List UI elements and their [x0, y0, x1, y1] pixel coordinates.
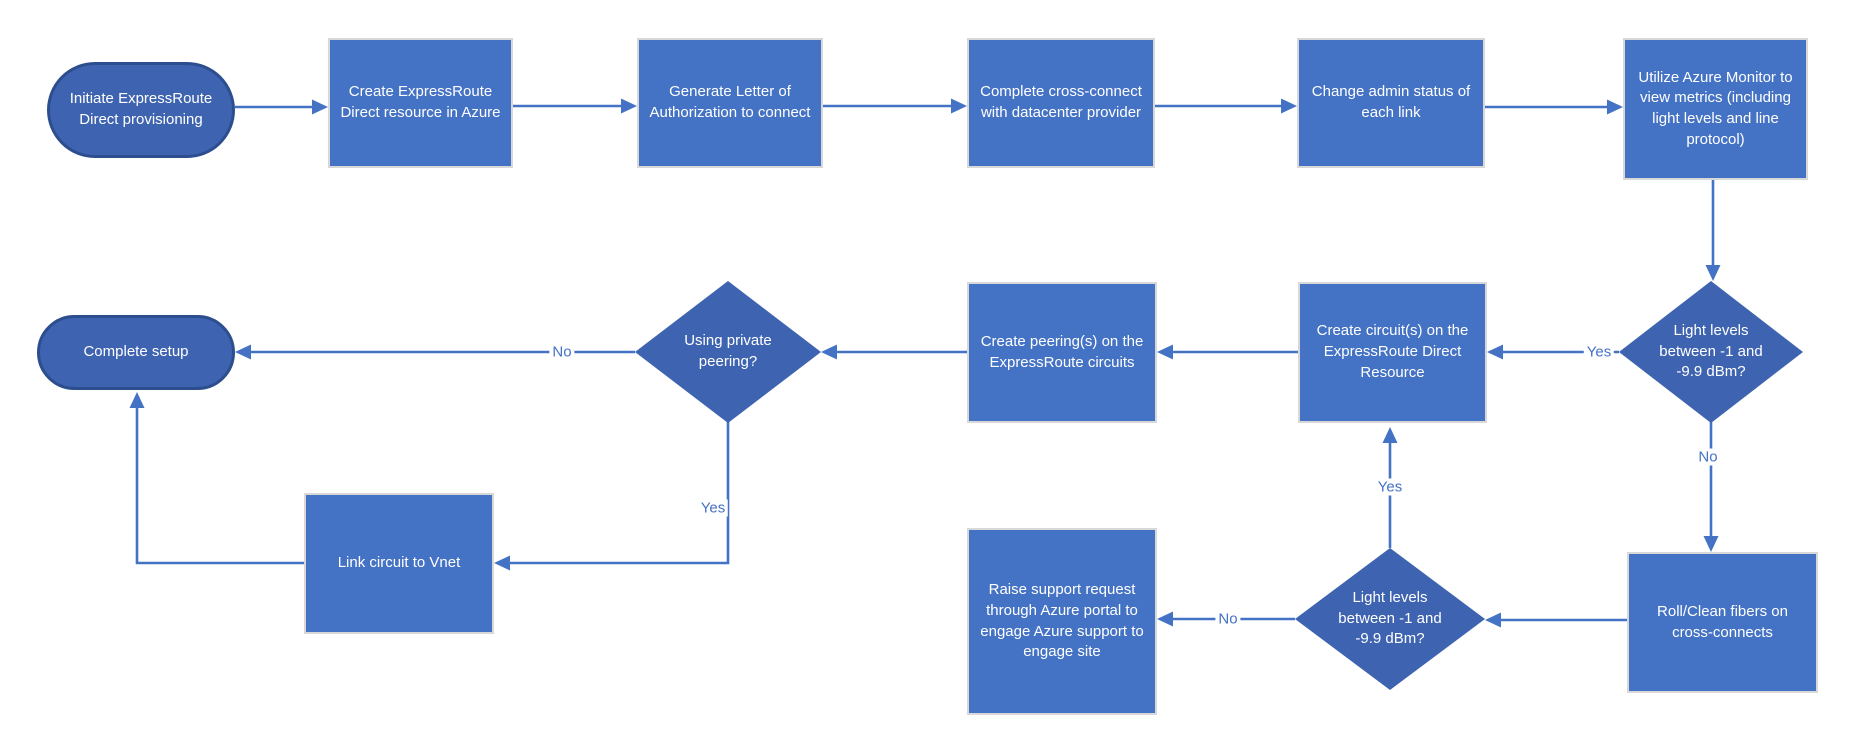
arrowhead-icon [129, 392, 145, 408]
node-label: Utilize Azure Monitor to view metrics (i… [1638, 68, 1793, 148]
edge-label-no-light-levels-2: No [1215, 610, 1241, 628]
node-label: Roll/Clean fibers on cross-connects [1657, 602, 1788, 641]
node-admin-status: Change admin status of each link [1297, 38, 1485, 168]
edge-label-no-private-peering: No [549, 343, 575, 361]
arrowhead-icon [1705, 265, 1721, 281]
node-cross-connect: Complete cross-connect with datacenter p… [967, 38, 1155, 168]
node-label: Initiate ExpressRoute Direct provisionin… [69, 90, 213, 128]
node-link-vnet: Link circuit to Vnet [304, 493, 494, 634]
edge-label-yes-private-peering: Yes [697, 499, 729, 517]
node-label: Complete cross-connect with datacenter p… [980, 83, 1142, 121]
arrowhead-icon [494, 555, 510, 571]
node-generate-loa: Generate Letter of Authorization to conn… [637, 38, 823, 168]
node-roll-clean-fibers: Roll/Clean fibers on cross-connects [1627, 552, 1818, 693]
arrowhead-icon [621, 98, 637, 114]
arrowhead-icon [951, 98, 967, 114]
arrowhead-icon [1485, 612, 1501, 628]
node-label: Generate Letter of Authorization to conn… [649, 83, 811, 121]
edge-line-private-peering-to-link-vnet [507, 422, 730, 565]
arrowhead-icon [312, 99, 328, 115]
node-create-resource: Create ExpressRoute Direct resource in A… [328, 38, 513, 168]
edge-label-no-light-levels-1: No [1695, 448, 1721, 466]
edge-label-yes-light-levels-1: Yes [1583, 343, 1615, 361]
edge-line-link-vnet-to-complete-setup [135, 405, 304, 565]
arrowhead-icon [1281, 98, 1297, 114]
node-create-circuits: Create circuit(s) on the ExpressRoute Di… [1298, 282, 1487, 423]
node-label: Link circuit to Vnet [337, 554, 461, 572]
arrowhead-icon [1703, 536, 1719, 552]
node-support-request: Raise support request through Azure port… [967, 528, 1157, 715]
arrowhead-icon [1607, 99, 1623, 115]
arrowhead-icon [821, 344, 837, 360]
node-initiate-provisioning: Initiate ExpressRoute Direct provisionin… [47, 62, 235, 158]
node-label: Create peering(s) on the ExpressRoute ci… [980, 332, 1144, 371]
node-label: Raise support request through Azure port… [980, 581, 1144, 661]
arrowhead-icon [235, 344, 251, 360]
node-complete-setup: Complete setup [37, 315, 235, 390]
node-create-peerings: Create peering(s) on the ExpressRoute ci… [967, 282, 1157, 423]
node-label: Create ExpressRoute Direct resource in A… [340, 83, 501, 121]
node-label: Using private peering? [684, 332, 772, 370]
edge-label-yes-light-levels-2: Yes [1374, 478, 1406, 496]
node-azure-monitor: Utilize Azure Monitor to view metrics (i… [1623, 38, 1808, 180]
arrowhead-icon [1487, 344, 1503, 360]
node-label: Light levels between -1 and -9.9 dBm? [1338, 588, 1442, 648]
arrowhead-icon [1382, 427, 1398, 443]
node-label: Create circuit(s) on the ExpressRoute Di… [1316, 322, 1469, 381]
node-label: Change admin status of each link [1311, 83, 1471, 121]
node-label: Complete setup [83, 343, 189, 361]
arrowhead-icon [1157, 611, 1173, 627]
node-label: Light levels between -1 and -9.9 dBm? [1659, 321, 1763, 381]
arrowhead-icon [1157, 344, 1173, 360]
